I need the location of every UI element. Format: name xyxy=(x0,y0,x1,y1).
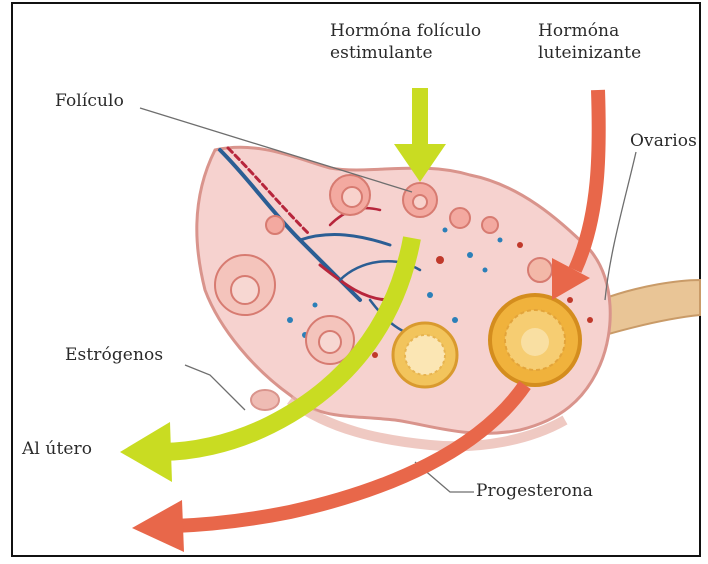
label-lh-line1: Hormóna xyxy=(538,20,641,42)
label-fsh: Hormóna folículo estimulante xyxy=(330,20,481,64)
ovary-bump xyxy=(251,390,279,410)
label-lh-line2: luteinizante xyxy=(538,42,641,64)
leader-estrogenos xyxy=(185,365,245,410)
label-progesterona: Progesterona xyxy=(476,480,593,502)
label-estrogenos: Estrógenos xyxy=(65,344,163,366)
corpus-luteum xyxy=(490,295,580,385)
ligament xyxy=(600,280,700,335)
label-lh: Hormóna luteinizante xyxy=(538,20,641,64)
label-fsh-line2: estimulante xyxy=(330,42,481,64)
leader-ovarios xyxy=(605,152,636,300)
developing-follicle xyxy=(393,323,457,387)
label-foliculo: Folículo xyxy=(55,90,124,112)
label-ovarios: Ovarios xyxy=(630,130,697,152)
label-al-utero: Al útero xyxy=(22,438,92,460)
label-fsh-line1: Hormóna folículo xyxy=(330,20,481,42)
